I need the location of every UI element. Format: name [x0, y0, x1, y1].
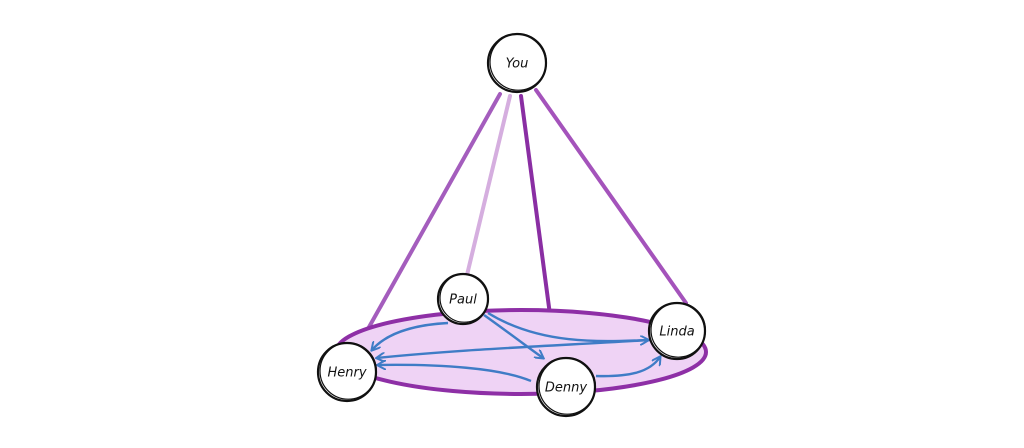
node-label: Paul: [449, 293, 477, 308]
arrow-paul-to-henry: [372, 321, 449, 350]
arrow-paul-to-denny: [483, 314, 543, 358]
link-you-paul: [465, 94, 512, 277]
node-sketch-stroke: [439, 273, 490, 323]
node-denny[interactable]: Denny: [535, 356, 597, 418]
arrow-denny-to-linda: [595, 357, 660, 378]
link-you-henry: [362, 92, 502, 338]
link-you-linda: [534, 88, 688, 305]
node-label: You: [506, 57, 529, 72]
node-sketch-stroke: [489, 33, 548, 91]
node-label: Linda: [659, 325, 694, 340]
node-sketch-stroke: [319, 342, 378, 400]
node-label: Denny: [545, 381, 587, 396]
node-linda[interactable]: Linda: [647, 301, 707, 361]
node-label: Henry: [327, 366, 366, 381]
node-henry[interactable]: Henry: [316, 341, 378, 403]
node-sketch-stroke: [538, 357, 597, 415]
node-sketch-stroke: [650, 302, 707, 358]
relationship-arrows: [372, 311, 660, 383]
node-you[interactable]: You: [486, 32, 548, 94]
arrow-denny-to-henry: [378, 365, 532, 383]
arrow-linda-to-henry: [377, 338, 651, 358]
node-paul[interactable]: Paul: [436, 272, 490, 326]
you-links: [362, 88, 688, 362]
